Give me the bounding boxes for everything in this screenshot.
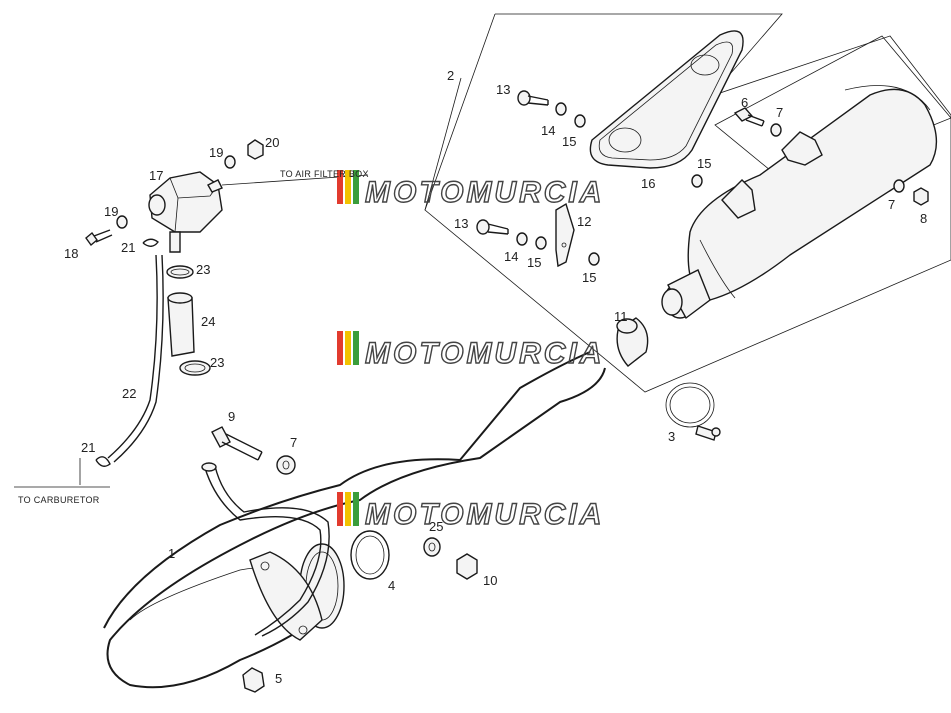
note-air-filter: TO AIR FILTER BOX bbox=[280, 169, 369, 179]
callout-16: 16 bbox=[641, 176, 655, 191]
washer-25 bbox=[423, 537, 441, 557]
washer-15-right bbox=[691, 174, 703, 188]
nut-20 bbox=[247, 139, 264, 160]
nut-10 bbox=[456, 553, 478, 580]
callout-4: 4 bbox=[388, 578, 395, 593]
callout-17: 17 bbox=[149, 168, 163, 183]
watermark-bottom: MOTOMURCIA bbox=[337, 492, 604, 532]
callout-2: 2 bbox=[447, 68, 454, 83]
hose-clamp-23-lower bbox=[179, 360, 211, 376]
callout-19-left: 19 bbox=[104, 204, 118, 219]
watermark-text: MOTOMURCIA bbox=[365, 498, 604, 531]
callout-7-right: 7 bbox=[888, 197, 895, 212]
callout-7-lower: 7 bbox=[290, 435, 297, 450]
washer-7-lower bbox=[276, 455, 296, 475]
callout-21-lower: 21 bbox=[81, 440, 95, 455]
callout-23-upper: 23 bbox=[196, 262, 210, 277]
watermark-text: MOTOMURCIA bbox=[365, 176, 604, 209]
callout-15-lower: 15 bbox=[527, 255, 541, 270]
gasket-4 bbox=[350, 530, 390, 580]
callout-6: 6 bbox=[741, 95, 748, 110]
callout-22: 22 bbox=[122, 386, 136, 401]
washer-25-hole bbox=[428, 542, 436, 552]
exhaust-pipe bbox=[103, 351, 606, 689]
callouts: 1 2 3 4 5 6 7 7 7 8 9 10 11 12 13 13 14 … bbox=[64, 68, 927, 686]
bolt-18 bbox=[85, 229, 113, 247]
note-carburetor: TO CARBURETOR bbox=[18, 495, 100, 505]
clip-21-lower bbox=[95, 456, 111, 467]
group-frame-2 bbox=[424, 13, 951, 393]
bolt-13-upper bbox=[517, 90, 549, 106]
callout-20: 20 bbox=[265, 135, 279, 150]
washer-15-upper bbox=[574, 114, 586, 128]
secondary-air-valve bbox=[148, 171, 369, 253]
callout-15-upper: 15 bbox=[562, 134, 576, 149]
bracket-12 bbox=[555, 202, 575, 268]
callout-8: 8 bbox=[920, 211, 927, 226]
callout-18: 18 bbox=[64, 246, 78, 261]
washer-7-upper bbox=[770, 123, 782, 137]
heat-shield bbox=[589, 30, 744, 169]
callout-24: 24 bbox=[201, 314, 215, 329]
gasket-4-inner bbox=[355, 535, 385, 575]
nut-5 bbox=[242, 667, 265, 693]
washer-15-lower-b bbox=[588, 252, 600, 266]
hose-22 bbox=[107, 254, 158, 459]
watermark-top: MOTOMURCIA bbox=[337, 170, 604, 210]
callout-19-top: 19 bbox=[209, 145, 223, 160]
callout-15-right: 15 bbox=[697, 156, 711, 171]
callout-21-upper: 21 bbox=[121, 240, 135, 255]
washer-19-top bbox=[224, 155, 236, 169]
washer-15-lower bbox=[535, 236, 547, 250]
callout-11: 11 bbox=[614, 309, 628, 324]
callout-14-lower: 14 bbox=[504, 249, 518, 264]
gasket-11 bbox=[616, 317, 649, 367]
callout-14-upper: 14 bbox=[541, 123, 555, 138]
hose-24 bbox=[167, 292, 195, 357]
callout-25: 25 bbox=[429, 519, 443, 534]
callout-23-lower: 23 bbox=[210, 355, 224, 370]
washer-7-right bbox=[893, 179, 905, 193]
callout-13-lower: 13 bbox=[454, 216, 468, 231]
hose-clamp-23-upper bbox=[166, 265, 194, 279]
callout-12: 12 bbox=[577, 214, 591, 229]
washer-7-lower-hole bbox=[282, 460, 290, 470]
washer-14-lower bbox=[516, 232, 528, 246]
watermark-text: MOTOMURCIA bbox=[365, 337, 604, 370]
clamp-3 bbox=[665, 382, 721, 441]
watermark-middle: MOTOMURCIA bbox=[337, 331, 604, 371]
callout-9: 9 bbox=[228, 409, 235, 424]
callout-3: 3 bbox=[668, 429, 675, 444]
callout-15-lower-b: 15 bbox=[582, 270, 596, 285]
callout-13-upper: 13 bbox=[496, 82, 510, 97]
callout-10: 10 bbox=[483, 573, 497, 588]
clip-21-upper bbox=[142, 238, 159, 247]
bolt-6 bbox=[733, 107, 765, 127]
callout-7-upper: 7 bbox=[776, 105, 783, 120]
bolt-13-lower bbox=[476, 219, 509, 235]
callout-1: 1 bbox=[168, 546, 175, 561]
muffler bbox=[661, 85, 938, 320]
washer-14-upper bbox=[555, 102, 567, 116]
washer-19-left bbox=[116, 215, 128, 229]
bolt-9 bbox=[211, 426, 263, 461]
callout-5: 5 bbox=[275, 671, 282, 686]
nut-8 bbox=[913, 187, 929, 206]
leader-lines bbox=[14, 77, 462, 488]
